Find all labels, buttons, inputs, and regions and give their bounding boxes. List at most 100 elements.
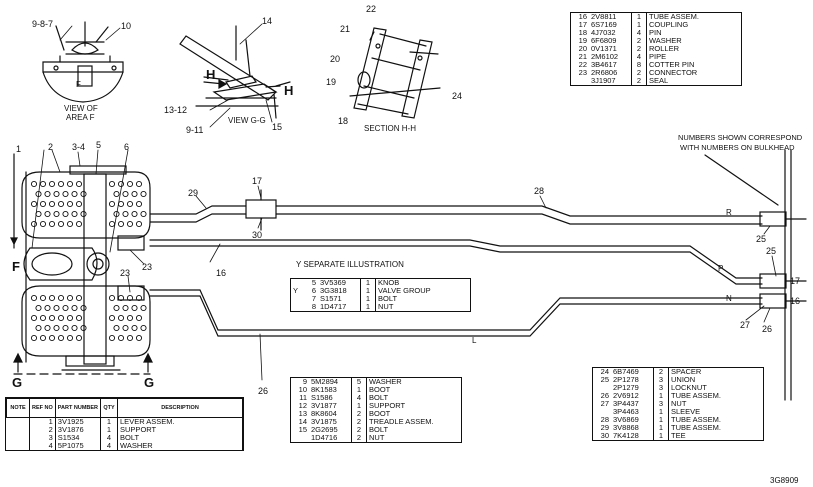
cell-desc: KNOB [378,278,400,287]
cell-part: 3G3818 [320,286,347,295]
cell-part: 3V8868 [613,423,639,432]
cell-part: 8K1583 [311,385,337,394]
callout-25-upper: 25 [756,234,767,244]
valve-body-holes [30,180,147,342]
callout-2: 2 [48,142,54,152]
line-letter-p: P [718,264,724,273]
hole [53,190,60,198]
hole [131,190,138,198]
hole [135,294,143,302]
cell-desc: NUT [378,302,394,311]
cell-part: 3J1907 [591,76,616,85]
hole [131,304,138,312]
area-f-label: AREA F [66,113,95,122]
hole [131,324,138,332]
hole [80,324,87,332]
callout-26: 26 [258,386,269,396]
cell-desc: SPACER [671,367,702,376]
cell-qty: 1 [360,279,377,287]
cell-ref: 15 [298,425,307,434]
cell-qty: 5 [351,378,367,386]
valve-assembly [10,153,151,371]
callout-9-11: 9-11 [186,125,204,135]
cell-note [6,417,30,426]
cell-note [6,426,30,434]
g-marker-right: G [144,375,155,390]
header-note: NOTE [6,398,30,418]
hole [131,210,138,218]
header-qty: QTY [100,398,119,418]
hole [126,314,134,322]
cell-part: 2G2695 [311,425,338,434]
cell-part: 2M6102 [591,52,619,61]
cell-qty: 4 [631,29,647,37]
bulkhead-note-line2: WITH NUMBERS ON BULKHEAD [680,143,795,152]
cell-desc: LEVER ASSEM. [117,417,244,426]
hole [108,314,116,322]
hole [135,220,143,228]
cell-desc: WASHER [117,442,244,450]
hole [66,314,74,322]
callout-16-bulkhead: 16 [790,296,801,306]
hole [80,210,87,218]
cell-part: 2R6806 [591,68,618,77]
hole [66,180,74,188]
cell-desc: TUBE ASSEM. [671,391,722,400]
cell-ref: 23 [578,68,587,77]
hole [39,294,47,302]
cell-ref: 1 [29,417,56,426]
cell-ref: 21 [578,52,587,61]
cell-desc: SEAL [649,76,669,85]
cell-part: S1586 [311,393,333,402]
hole [75,180,83,188]
cell-qty: 3 [653,384,669,392]
cell-part: 3V1876 [55,426,102,434]
hole [66,294,74,302]
hole [126,220,134,228]
hole [71,304,78,312]
cell-part: 8K8604 [311,409,337,418]
cell-qty: 1 [351,386,367,394]
cell-qty: 1 [653,424,669,432]
cell-part: S1571 [320,294,342,303]
cell-qty: 2 [631,37,647,45]
cell-ref: 16 [578,12,587,21]
cell-ref: 20 [578,44,587,53]
cell-qty: 1 [653,432,669,440]
line-letter-r: R [726,208,732,217]
cell-part: 6F6809 [591,36,617,45]
hole [62,190,69,198]
hole [122,324,129,332]
main-parts-table-grid: NOTE REF NO PART NUMBER QTY DESCRIPTION … [6,398,244,450]
hole [140,324,147,332]
cell-part: 2V8811 [591,12,617,21]
f-marker-small: F [76,80,81,89]
hole [80,190,87,198]
hole [57,180,65,188]
cell-ref: 22 [578,60,587,69]
hole [44,304,51,312]
hole [48,334,56,342]
hole [30,334,38,342]
cell-qty: 8 [631,61,647,69]
cell-qty: 1 [653,416,669,424]
cell-part: 1D4716 [311,433,338,442]
drawing-number: 3G8909 [770,476,799,485]
hole [122,190,129,198]
cell-qty: 2 [631,77,647,85]
hole [44,324,51,332]
callout-18: 18 [338,116,349,126]
cell-ref: 28 [600,415,609,424]
hole [140,190,147,198]
